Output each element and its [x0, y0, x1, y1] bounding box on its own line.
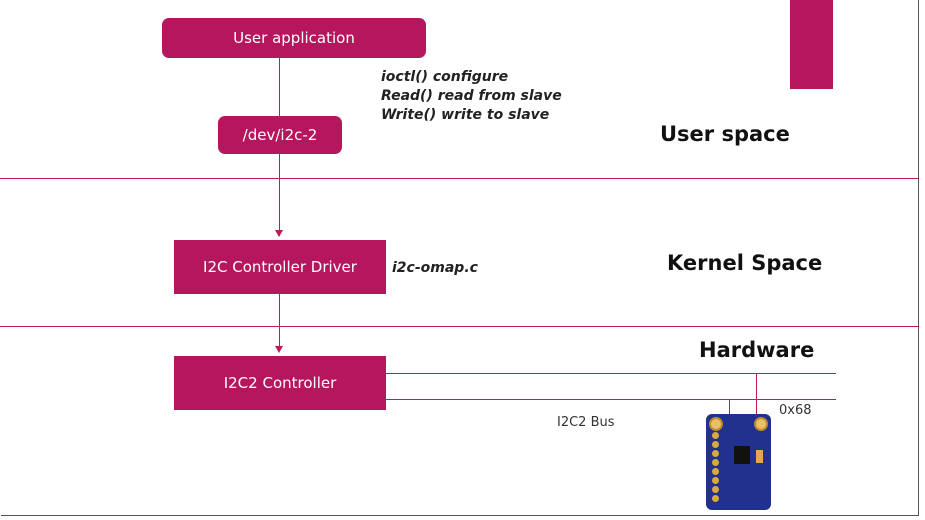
slave-address-label: 0x68 [779, 403, 812, 418]
i2c2-controller-label: I2C2 Controller [223, 374, 337, 392]
pin-pad [712, 459, 719, 466]
pin-pad [712, 441, 719, 448]
driver-arrow-head [275, 230, 283, 237]
i2c2-bus-label: I2C2 Bus [557, 415, 615, 430]
controller-arrow-head [275, 346, 283, 353]
driver-file-note: i2c-omap.c [392, 260, 478, 276]
bus-scl-line [386, 399, 836, 400]
dev-i2c-node-label: /dev/i2c-2 [242, 126, 318, 144]
user-space-label: User space [660, 122, 790, 146]
sensor-module-image [706, 414, 771, 510]
app-to-dev-line [279, 58, 280, 116]
pin-pad [712, 486, 719, 493]
corner-accent-block [790, 0, 833, 89]
user-application-label: User application [233, 29, 355, 47]
mount-hole [709, 417, 723, 431]
kernel-space-label: Kernel Space [667, 251, 823, 275]
hardware-label: Hardware [699, 338, 815, 362]
kernel-hardware-divider [0, 326, 919, 327]
user-kernel-divider [0, 178, 919, 179]
pin-pad [712, 468, 719, 475]
read-note: Read() read from slave [381, 88, 562, 104]
bus-tap-scl [729, 399, 730, 423]
i2c-controller-driver-box: I2C Controller Driver [174, 240, 386, 294]
bus-tap-sda [756, 373, 757, 423]
pin-pad [712, 450, 719, 457]
dev-to-driver-line [279, 154, 280, 236]
sensor-chip [734, 446, 750, 464]
driver-to-controller-line [279, 294, 280, 350]
bus-sda-line [386, 373, 836, 374]
user-application-box: User application [162, 18, 426, 58]
capacitor [756, 450, 763, 463]
pin-pad [712, 432, 719, 439]
dev-i2c-node-box: /dev/i2c-2 [218, 116, 342, 154]
mount-hole [754, 417, 768, 431]
pin-pad [712, 495, 719, 502]
pin-pad [712, 477, 719, 484]
write-note: Write() write to slave [381, 107, 550, 123]
i2c-controller-driver-label: I2C Controller Driver [203, 258, 357, 276]
ioctl-note: ioctl() configure [381, 69, 509, 85]
i2c2-controller-box: I2C2 Controller [174, 356, 386, 410]
